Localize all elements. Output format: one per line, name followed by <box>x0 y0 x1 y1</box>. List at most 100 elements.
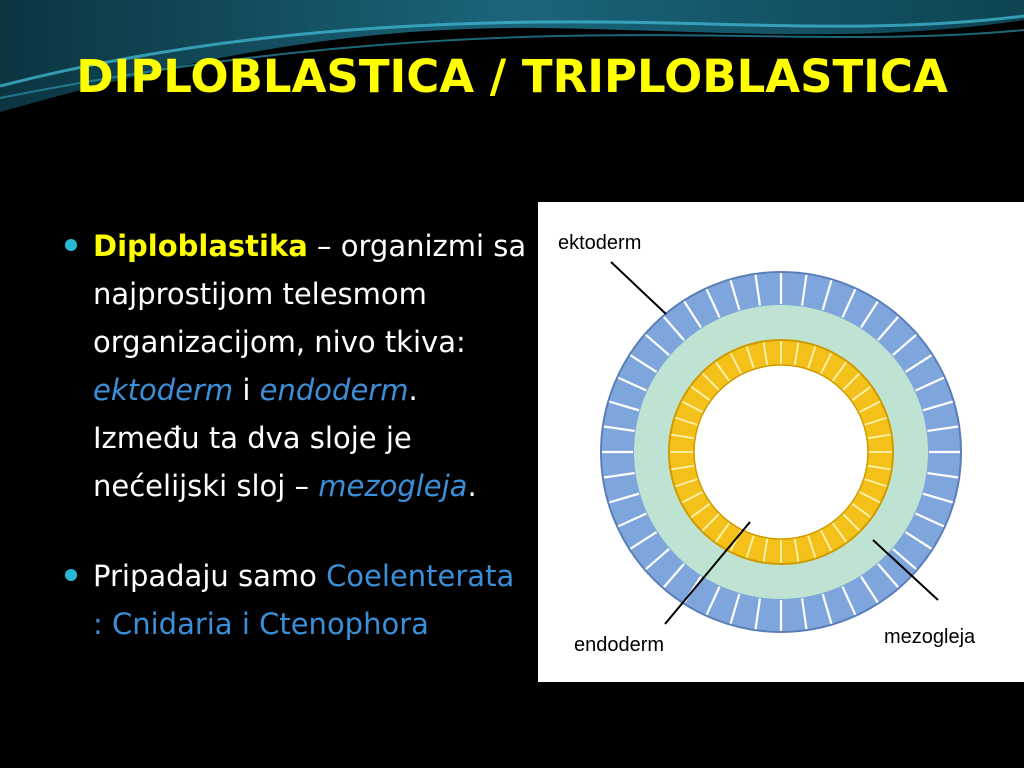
ectoderm-cell-wall <box>705 288 721 318</box>
ectoderm-cell-wall <box>860 300 879 329</box>
endoderm-cell-wall <box>858 491 881 504</box>
ectoderm-cell-wall <box>617 512 647 528</box>
endoderm-cell-wall <box>715 361 731 382</box>
endoderm-cell-wall <box>681 491 704 504</box>
endoderm-cell-wall <box>858 400 881 413</box>
endoderm-cell-wall <box>762 342 769 366</box>
ectoderm-cell-wall <box>821 279 833 311</box>
endoderm-cell-wall <box>690 386 711 402</box>
endoderm-cell-wall <box>701 513 720 532</box>
endoderm-cell-wall <box>715 522 731 543</box>
ectoderm-cell-wall <box>608 492 640 504</box>
ectoderm-cell-wall <box>892 333 917 356</box>
ectoderm-cell-wall <box>927 425 959 433</box>
endoderm-cell-wall <box>867 464 891 471</box>
bullet-text: Pripadaju samo <box>93 559 327 593</box>
gastric-cavity <box>693 364 869 540</box>
endoderm-cell-wall <box>807 535 817 558</box>
endoderm-cell-wall <box>671 433 695 440</box>
ectoderm-cell-wall <box>754 274 762 306</box>
ectoderm-cell-wall <box>927 471 959 479</box>
ectoderm-cell-wall <box>922 400 954 412</box>
ectoderm-cell-wall <box>915 376 945 392</box>
endoderm-cell-wall <box>701 372 720 391</box>
endoderm-cell-wall <box>671 464 695 471</box>
endoderm-cell-wall <box>864 416 887 426</box>
ectoderm-cell-wall <box>877 316 900 341</box>
kw-ektoderm: ektoderm <box>93 373 234 407</box>
ectoderm-cell-wall <box>754 598 762 630</box>
ectoderm-cell-wall <box>645 333 670 356</box>
ectoderm-pointer <box>610 261 667 315</box>
bullet-pripadaju: Pripadaju samo Coelenterata : Cnidaria i… <box>62 552 532 648</box>
term-diploblastika: Diploblastika <box>93 229 308 263</box>
endoderm-cell-wall <box>842 513 861 532</box>
ectoderm-cell-wall <box>904 531 933 550</box>
ring-diagram <box>600 261 962 633</box>
ectoderm-cell-wall <box>629 354 658 373</box>
endoderm-cell-wall <box>793 342 800 366</box>
ectoderm-cell-wall <box>892 548 917 571</box>
endoderm-cell-wall <box>851 502 872 518</box>
text-content: Diploblastika – organizmi sa najprostijo… <box>62 222 532 648</box>
endoderm-cell-wall <box>851 386 872 402</box>
label-endoderm: endoderm <box>574 634 665 656</box>
ectoderm-cell-wall <box>841 586 857 616</box>
ectoderm-cell-wall <box>617 376 647 392</box>
bullet-text: . <box>467 469 477 503</box>
kw-endoderm: endoderm <box>259 373 409 407</box>
bullet-dot-icon <box>65 239 77 251</box>
ectoderm-cell-wall <box>922 492 954 504</box>
label-mezogleja: mezogleja <box>884 626 976 648</box>
ectoderm-cell-wall <box>705 586 721 616</box>
endoderm-cell-wall <box>807 346 817 369</box>
endoderm-cell-wall <box>675 478 698 488</box>
bullet-diploblastika: Diploblastika – organizmi sa najprostijo… <box>62 222 532 510</box>
bullet-dot-icon <box>65 569 77 581</box>
kw-coelenterata: Coelenterata : Cnidaria i Ctenophora <box>93 559 515 641</box>
endoderm-cell-wall <box>831 522 847 543</box>
dash: – <box>307 229 341 263</box>
ectoderm-cell-wall <box>603 425 635 433</box>
ectoderm-cell-wall <box>860 575 879 604</box>
endoderm-cell-wall <box>762 538 769 562</box>
ectoderm-cell-wall <box>645 548 670 571</box>
ectoderm-cell-wall <box>800 274 808 306</box>
ectoderm-cell-wall <box>877 563 900 588</box>
endoderm-cell-wall <box>729 352 742 375</box>
ectoderm-cell-wall <box>608 400 640 412</box>
ectoderm-cell-wall <box>915 512 945 528</box>
endoderm-cell-wall <box>867 433 891 440</box>
ectoderm-cell-wall <box>729 279 741 311</box>
endoderm-cell-wall <box>831 361 847 382</box>
endoderm-pointer <box>664 521 751 625</box>
endoderm-cell-wall <box>820 352 833 375</box>
ectoderm-cell-wall <box>662 316 685 341</box>
ectoderm-cell-wall <box>729 593 741 625</box>
ectoderm-cell-wall <box>683 300 702 329</box>
diploblast-diagram: ektoderm endoderm mezogleja <box>538 202 1024 682</box>
endoderm-cell-wall <box>690 502 711 518</box>
ectoderm-cell-wall <box>821 593 833 625</box>
endoderm-cells <box>670 341 892 563</box>
endoderm-cell-wall <box>820 529 833 552</box>
endoderm-cell-wall <box>842 372 861 391</box>
ectoderm-cell-wall <box>629 531 658 550</box>
ectoderm-cells <box>602 273 960 631</box>
slide-title: DIPLOBLASTICA / TRIPLOBLASTICA <box>76 50 948 103</box>
bullet-text: organizmi sa najprostijom telesmom organ… <box>93 229 527 359</box>
ectoderm-cell-wall <box>662 563 685 588</box>
label-ektoderm: ektoderm <box>558 232 642 254</box>
bullet-text: . Između ta dva sloje je nećelijski sloj… <box>93 373 418 503</box>
ectoderm-cell-wall <box>904 354 933 373</box>
endoderm-cell-wall <box>864 478 887 488</box>
ectoderm-cell-wall <box>800 598 808 630</box>
mezogleja-pointer <box>872 539 939 601</box>
kw-mezogleja: mezogleja <box>318 469 468 503</box>
endoderm-cell-wall <box>745 346 755 369</box>
endoderm-cell-wall <box>675 416 698 426</box>
wave-decoration <box>0 0 1024 112</box>
endoderm-cell-wall <box>793 538 800 562</box>
endoderm-cell-wall <box>745 535 755 558</box>
